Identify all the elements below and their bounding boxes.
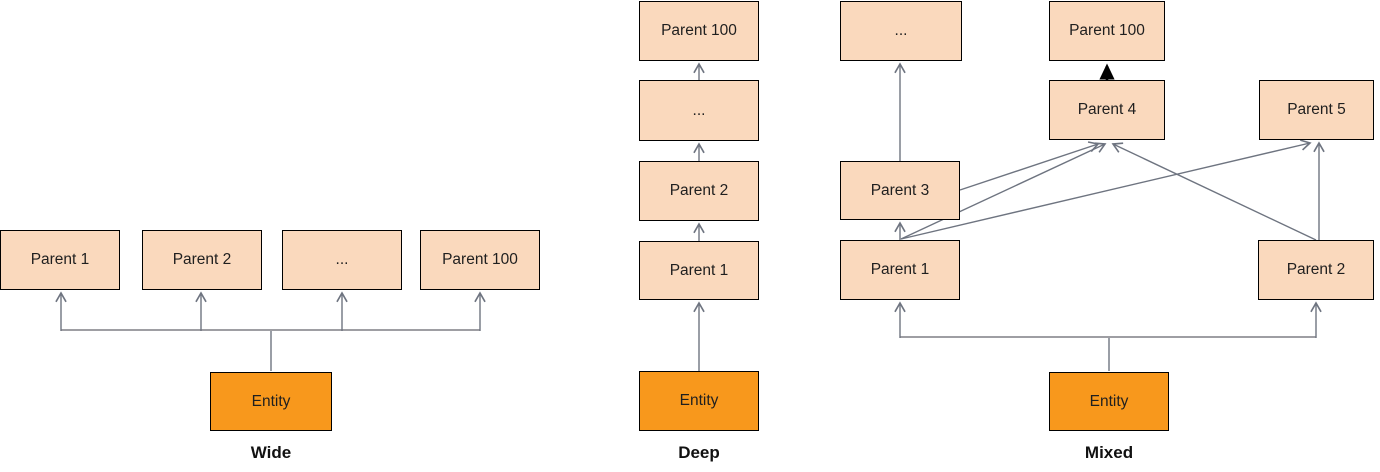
wide-parent100-box: Parent 100 bbox=[420, 230, 540, 290]
mixed-parent4-box: Parent 4 bbox=[1049, 80, 1165, 140]
deep-parent100-box: Parent 100 bbox=[639, 1, 759, 61]
deep-parent1-box: Parent 1 bbox=[639, 241, 759, 300]
mixed-parent5-box: Parent 5 bbox=[1259, 80, 1374, 140]
mixed-caption: Mixed bbox=[1084, 443, 1134, 462]
mixed-arrow-parent1-to-parent4 bbox=[900, 142, 1107, 240]
mixed-arrow-parent2-to-parent4 bbox=[1111, 142, 1317, 241]
mixed-arrow-parent3-to-parent4 bbox=[959, 141, 1100, 191]
mixed-parent1-box: Parent 1 bbox=[840, 240, 960, 300]
mixed-parent100-box: Parent 100 bbox=[1049, 1, 1165, 61]
deep-parent2-box: Parent 2 bbox=[639, 161, 759, 221]
wide-parent1-box: Parent 1 bbox=[0, 230, 120, 290]
deep-dots-box: ... bbox=[639, 80, 759, 141]
deep-entity-box: Entity bbox=[639, 371, 759, 431]
wide-parent2-box: Parent 2 bbox=[142, 230, 262, 290]
deep-caption: Deep bbox=[678, 443, 720, 462]
mixed-dots-box: ... bbox=[840, 1, 962, 61]
wide-dots-box: ... bbox=[282, 230, 402, 290]
mixed-parent3-box: Parent 3 bbox=[840, 161, 960, 220]
wide-caption: Wide bbox=[250, 443, 292, 462]
wide-entity-box: Entity bbox=[210, 372, 332, 431]
mixed-entity-box: Entity bbox=[1049, 372, 1169, 431]
mixed-arrow-parent1-to-parent5 bbox=[900, 139, 1312, 240]
mixed-parent2-box: Parent 2 bbox=[1258, 240, 1374, 300]
